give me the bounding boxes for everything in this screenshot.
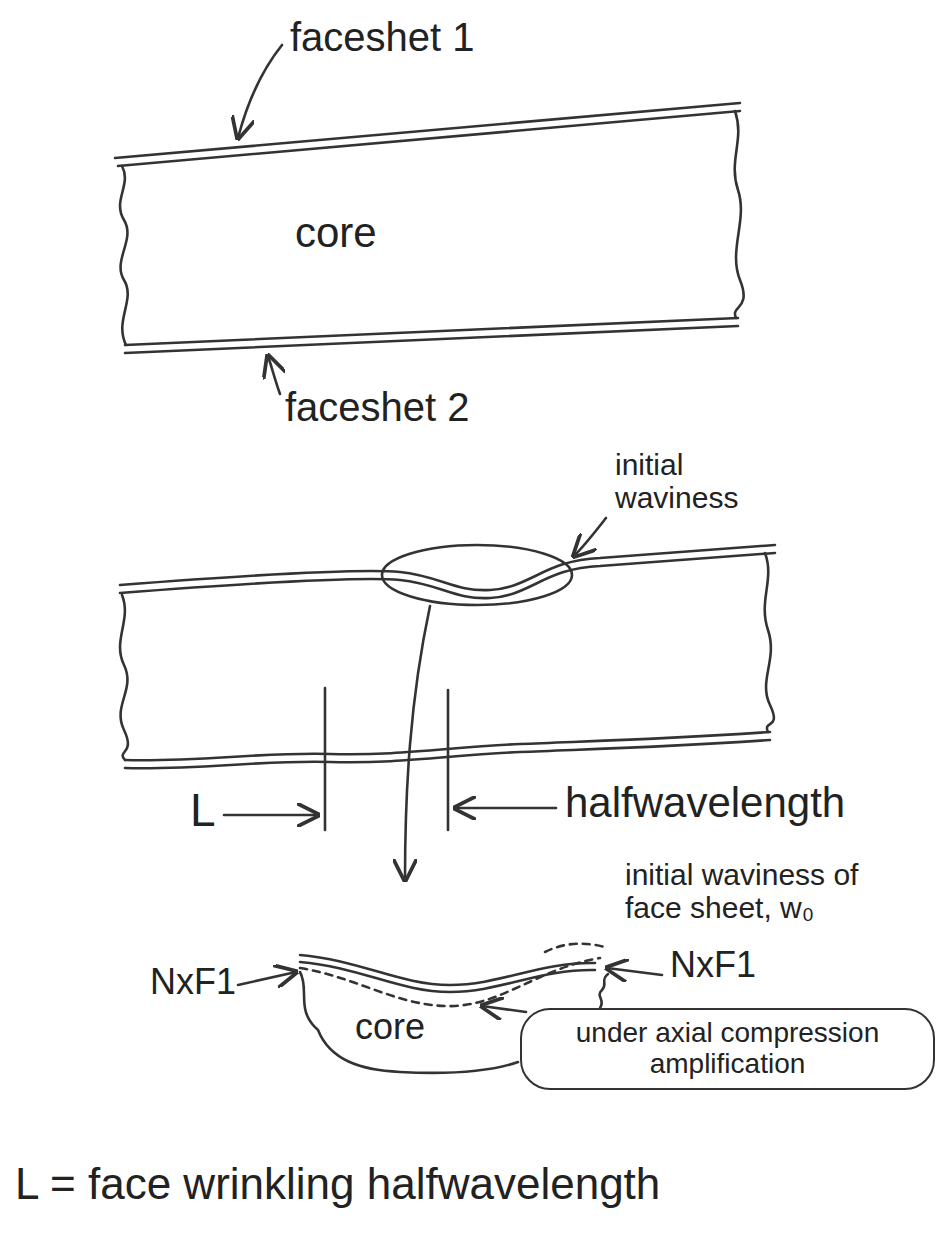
callout-box: under axial compression amplification xyxy=(520,1008,935,1090)
annotation-label: faceshet 2 xyxy=(285,385,470,429)
annotation-label: faceshet 1 xyxy=(290,15,475,59)
facesheet-line xyxy=(115,103,740,158)
annotation-label: L xyxy=(190,785,216,836)
leader-arrow xyxy=(482,1006,526,1012)
core-break-edge xyxy=(120,595,128,760)
facesheet-line xyxy=(118,111,740,166)
dimension-arrow xyxy=(224,814,318,817)
leader-arrow xyxy=(574,518,606,556)
core-break-edge xyxy=(120,166,128,345)
load-arrow xyxy=(238,972,296,985)
wavy-facesheet xyxy=(120,553,775,598)
load-arrow xyxy=(607,968,662,975)
core-break-edge xyxy=(735,111,744,318)
annotation-label: initial waviness of face sheet, w₀ xyxy=(625,858,915,924)
core-region: core xyxy=(135,165,725,325)
amplified-shape xyxy=(545,944,605,952)
annotation-label: halfwavelength xyxy=(565,780,845,826)
core-region: core xyxy=(345,1003,495,1053)
region-label: core xyxy=(355,1007,425,1047)
leader-wiggle xyxy=(600,974,608,1008)
dimension-arrow xyxy=(455,807,556,810)
waviness-circle xyxy=(382,545,572,605)
facesheet-line xyxy=(125,318,738,345)
wavy-facesheet xyxy=(120,545,775,590)
leader-arrow xyxy=(238,45,282,138)
wavy-facesheet xyxy=(300,962,595,992)
detail-arrow xyxy=(405,606,430,880)
core-break-edge xyxy=(765,553,774,732)
annotation-label: NxF1 xyxy=(670,945,756,985)
amplified-shape xyxy=(300,958,600,1006)
core-break-edge xyxy=(300,972,518,1073)
callout-text: under axial compression amplification xyxy=(538,1018,917,1080)
annotation-label: initial waviness xyxy=(615,448,795,514)
facesheet-line xyxy=(125,326,738,353)
leader-arrow xyxy=(268,356,280,394)
dimension-line xyxy=(324,688,327,830)
region-label: core xyxy=(295,210,377,256)
dimension-line xyxy=(447,690,450,830)
annotation-label: L = face wrinkling halfwavelength xyxy=(15,1160,660,1208)
annotation-label: NxF1 xyxy=(150,962,236,1002)
